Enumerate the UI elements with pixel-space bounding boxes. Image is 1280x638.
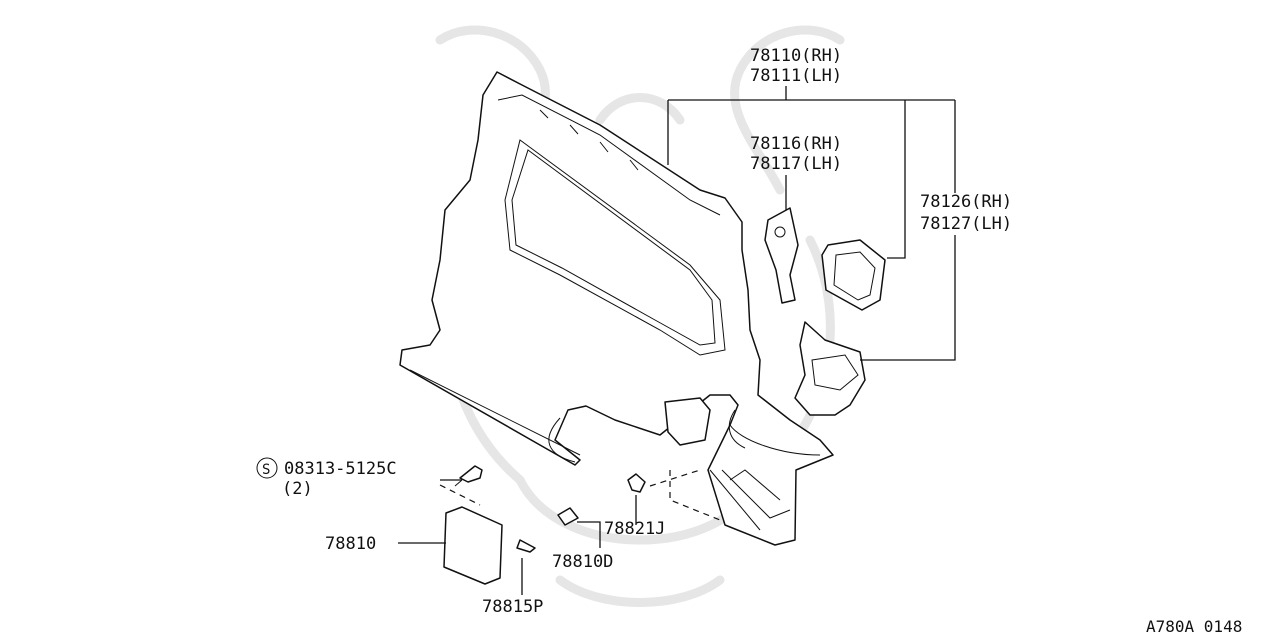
bolt-icon — [454, 465, 483, 487]
label-78815P: 78815P — [482, 597, 543, 617]
filler-lid-icon — [443, 506, 503, 585]
fuel-filler-box-icon — [794, 239, 886, 416]
label-78116: 78116(RH) — [750, 134, 842, 154]
lid-opener-cable-icon — [627, 473, 646, 493]
label-bolt-qty: (2) — [282, 479, 313, 499]
rear-fender-panel-icon — [399, 71, 834, 546]
bumper-stop-icon — [557, 507, 579, 526]
standard-part-symbol-icon — [256, 457, 278, 479]
inner-pillar-icon — [764, 207, 799, 304]
reference-code: A780A 0148 — [1146, 617, 1242, 636]
label-standard-symbol: S — [262, 462, 270, 478]
label-78810D: 78810D — [552, 552, 613, 572]
label-bolt: 08313-5125C — [284, 459, 397, 479]
hinge-icon — [516, 539, 536, 553]
label-78110: 78110(RH) — [750, 46, 842, 66]
label-78127: 78127(LH) — [920, 214, 1012, 234]
label-78111: 78111(LH) — [750, 66, 842, 86]
filler-opening-icon — [664, 397, 711, 446]
label-78810: 78810 — [325, 534, 376, 554]
label-78821J: 78821J — [604, 519, 665, 539]
label-78126: 78126(RH) — [920, 192, 1012, 212]
label-78117: 78117(LH) — [750, 154, 842, 174]
